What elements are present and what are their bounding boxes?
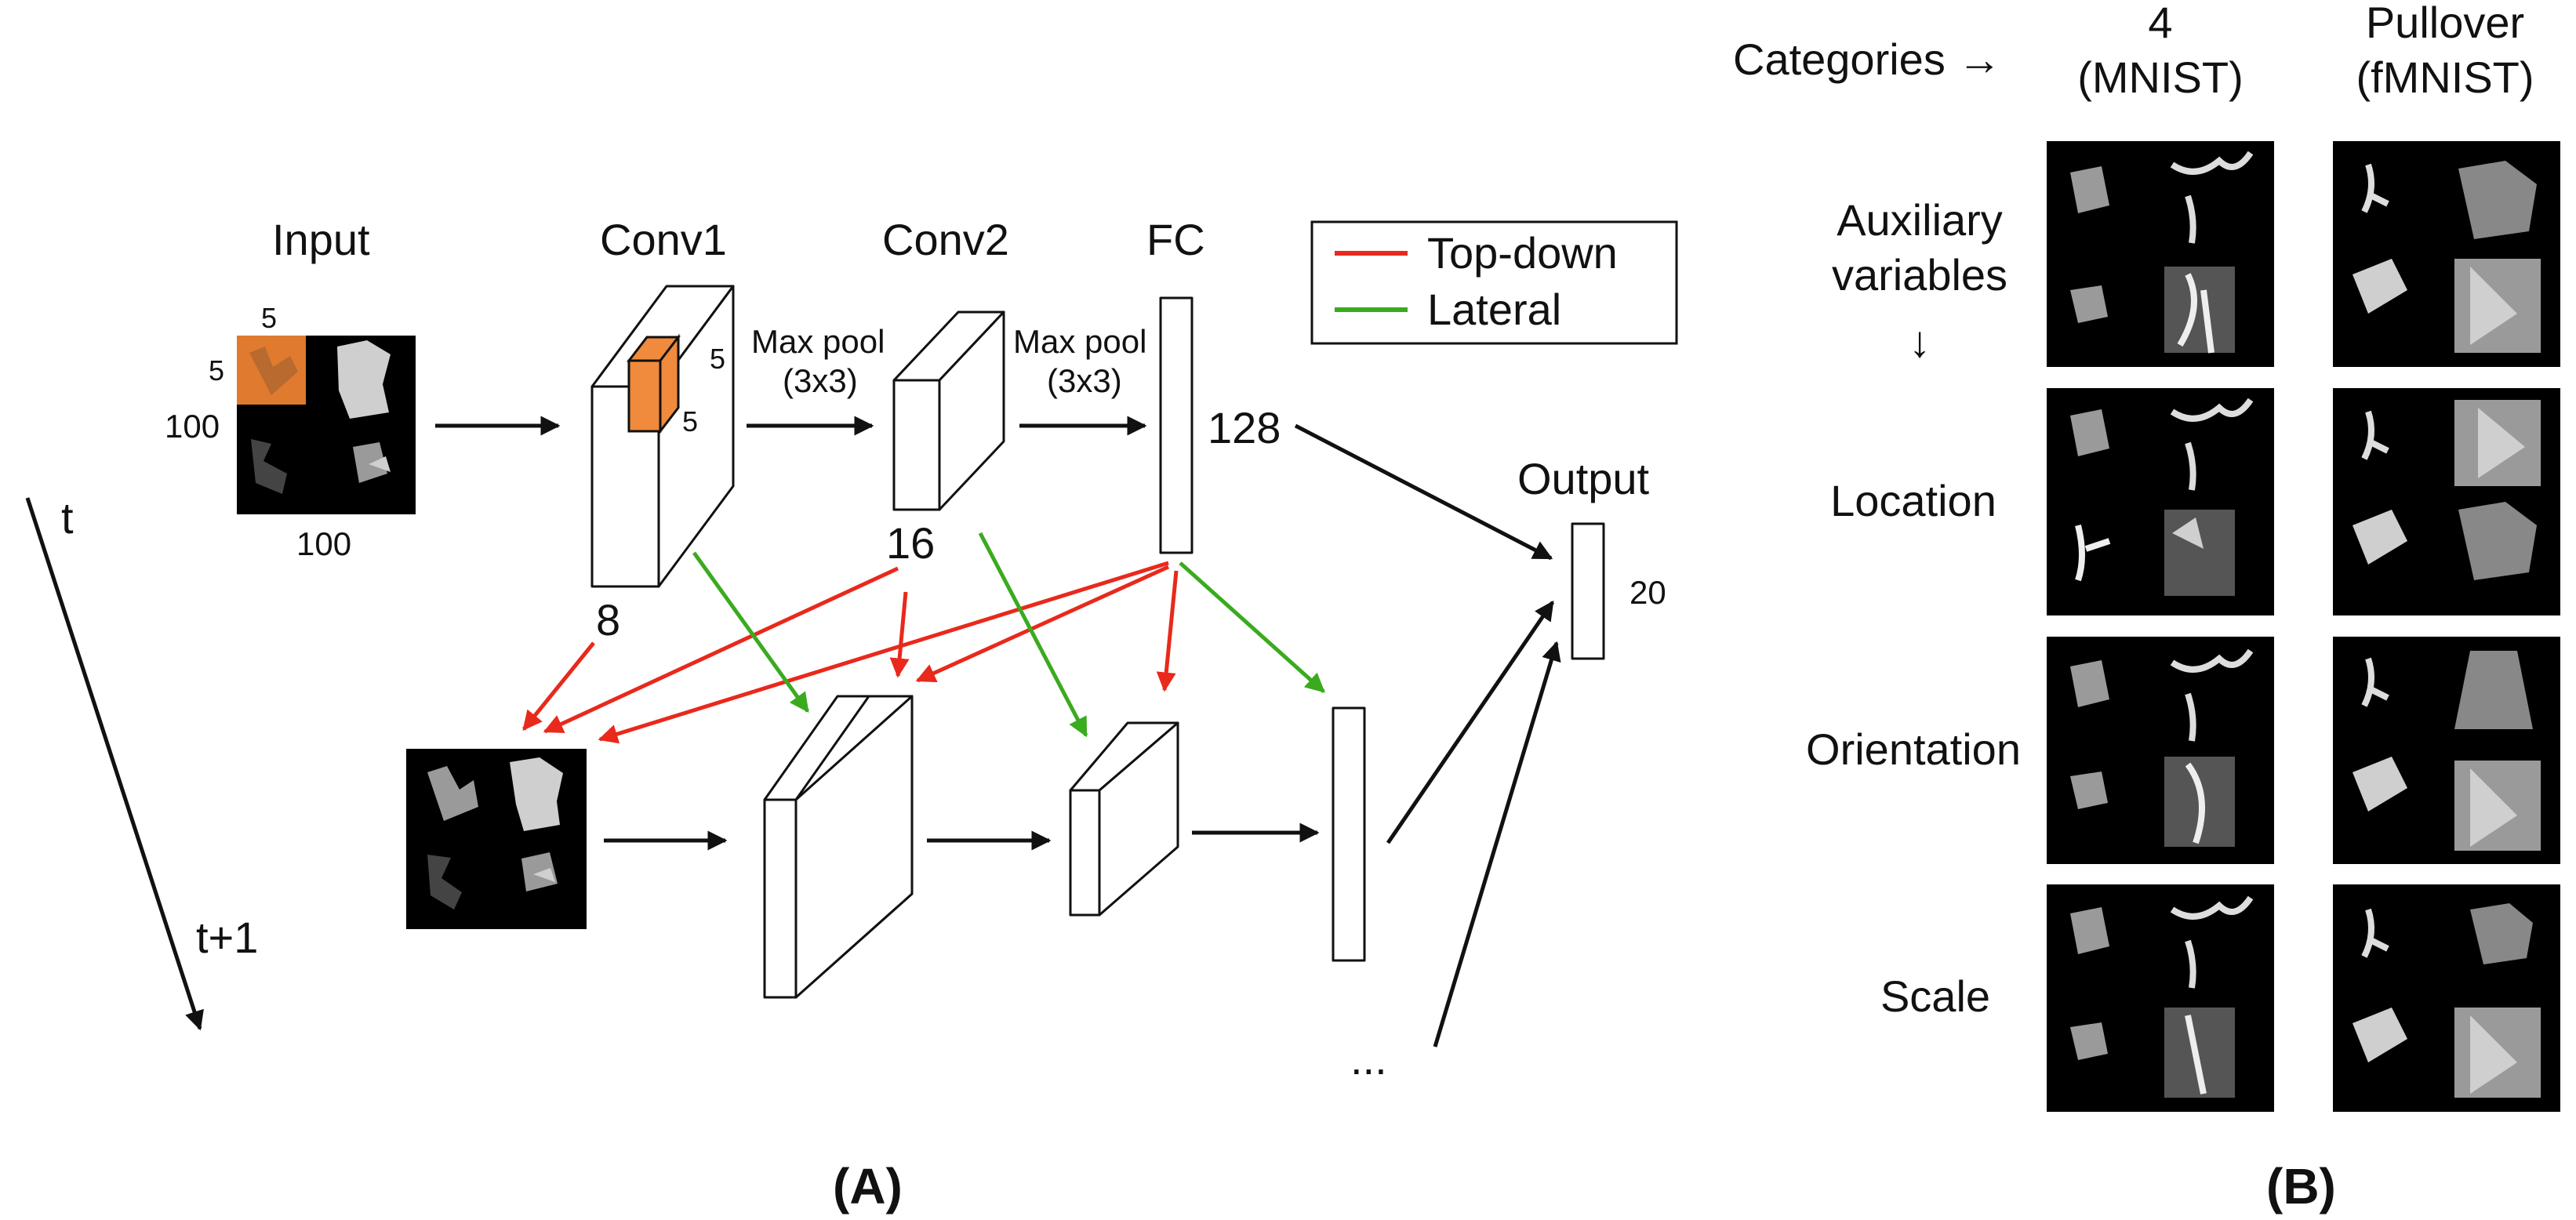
conv2-block: [892, 310, 1005, 511]
output-title: Output: [1517, 454, 1650, 503]
samples-fmnist: [2333, 141, 2560, 1112]
topdown-fc-conv1: [915, 565, 1170, 683]
time-t1-label: t+1: [196, 913, 258, 962]
conv1-size-label: 8: [596, 595, 620, 644]
col1-title: 4: [2148, 0, 2172, 47]
lateral-conv2: [978, 532, 1088, 738]
legend-lateral-label: Lateral: [1427, 285, 1561, 334]
arrow-next-output: [1433, 641, 1561, 1048]
row-label-scale: Scale: [1880, 971, 1990, 1021]
conv2-size-label: 16: [886, 518, 935, 568]
conv2-title: Conv2: [882, 215, 1009, 264]
output-layer: [1571, 522, 1605, 660]
pool1-size: (3x3): [783, 362, 858, 399]
topdown-conv2-input: [543, 566, 899, 734]
aux-label-1: Auxiliary: [1837, 195, 2003, 245]
conv2-block-next: [1069, 721, 1179, 917]
input-image-next: [406, 749, 587, 929]
pool2-label: Max pool: [1013, 323, 1146, 360]
legend: Top-down Lateral: [1310, 220, 1678, 345]
pool2-size: (3x3): [1047, 362, 1122, 399]
legend-topdown-label: Top-down: [1427, 228, 1618, 278]
topdown-fc-input: [598, 561, 1169, 744]
fc-title: FC: [1146, 215, 1205, 264]
aux-arrow: ↓: [1909, 317, 1931, 366]
fc-layer-next: [1332, 706, 1366, 962]
sample-mnist-aux: [2047, 141, 2274, 367]
topdown-conv2-conv1: [889, 591, 910, 678]
input-image: [237, 336, 416, 514]
arrow-fc-output: [1294, 423, 1553, 561]
row-label-orientation: Orientation: [1806, 724, 2021, 774]
image-height-label: 100: [165, 408, 220, 445]
topdown-fc-conv2: [1156, 570, 1179, 692]
sample-fmnist-location: [2333, 388, 2560, 615]
arrow-fc2-output: [1386, 600, 1555, 844]
sample-mnist-scale: [2047, 884, 2274, 1112]
panel-a: t t+1 Input Conv1 Conv2 FC Output 5 5 10…: [25, 215, 1678, 1215]
lateral-conv1: [692, 551, 810, 713]
col2-title: Pullover: [2366, 0, 2524, 47]
col2-subtitle: (fMNIST): [2356, 53, 2534, 102]
kernel-height-label: 5: [682, 405, 698, 438]
samples-mnist: [2047, 141, 2274, 1112]
conv1-title: Conv1: [600, 215, 727, 264]
lateral-fc: [1179, 561, 1325, 693]
conv1-block-next: [763, 695, 914, 999]
conv1-block: [590, 285, 735, 588]
panel-b-label: (B): [2266, 1158, 2336, 1215]
topdown-conv1-input: [522, 641, 595, 731]
categories-label: Categories →: [1733, 34, 2001, 84]
patch-height-label: 5: [209, 354, 224, 387]
ellipsis-label: ...: [1350, 1034, 1387, 1084]
panel-a-label: (A): [833, 1158, 903, 1215]
image-width-label: 100: [296, 525, 351, 562]
sample-mnist-orientation: [2047, 637, 2274, 864]
output-size-label: 20: [1630, 574, 1666, 611]
fc-layer: [1159, 296, 1194, 554]
sample-fmnist-scale: [2333, 884, 2560, 1112]
patch-width-label: 5: [261, 302, 277, 334]
row-label-location: Location: [1830, 476, 1996, 525]
panel-b: Categories → 4 (MNIST) Pullover (fMNIST)…: [1733, 0, 2560, 1215]
sample-mnist-location: [2047, 388, 2274, 615]
fc-size-label: 128: [1208, 403, 1281, 452]
kernel-width-label: 5: [710, 343, 725, 375]
time-arrow: [25, 497, 204, 1031]
pool1-label: Max pool: [751, 323, 885, 360]
sample-fmnist-aux: [2333, 141, 2560, 367]
aux-label-2: variables: [1832, 250, 2007, 300]
input-title: Input: [272, 215, 370, 264]
col1-subtitle: (MNIST): [2077, 53, 2244, 102]
sample-fmnist-orientation: [2333, 637, 2560, 864]
time-t-label: t: [61, 493, 74, 543]
